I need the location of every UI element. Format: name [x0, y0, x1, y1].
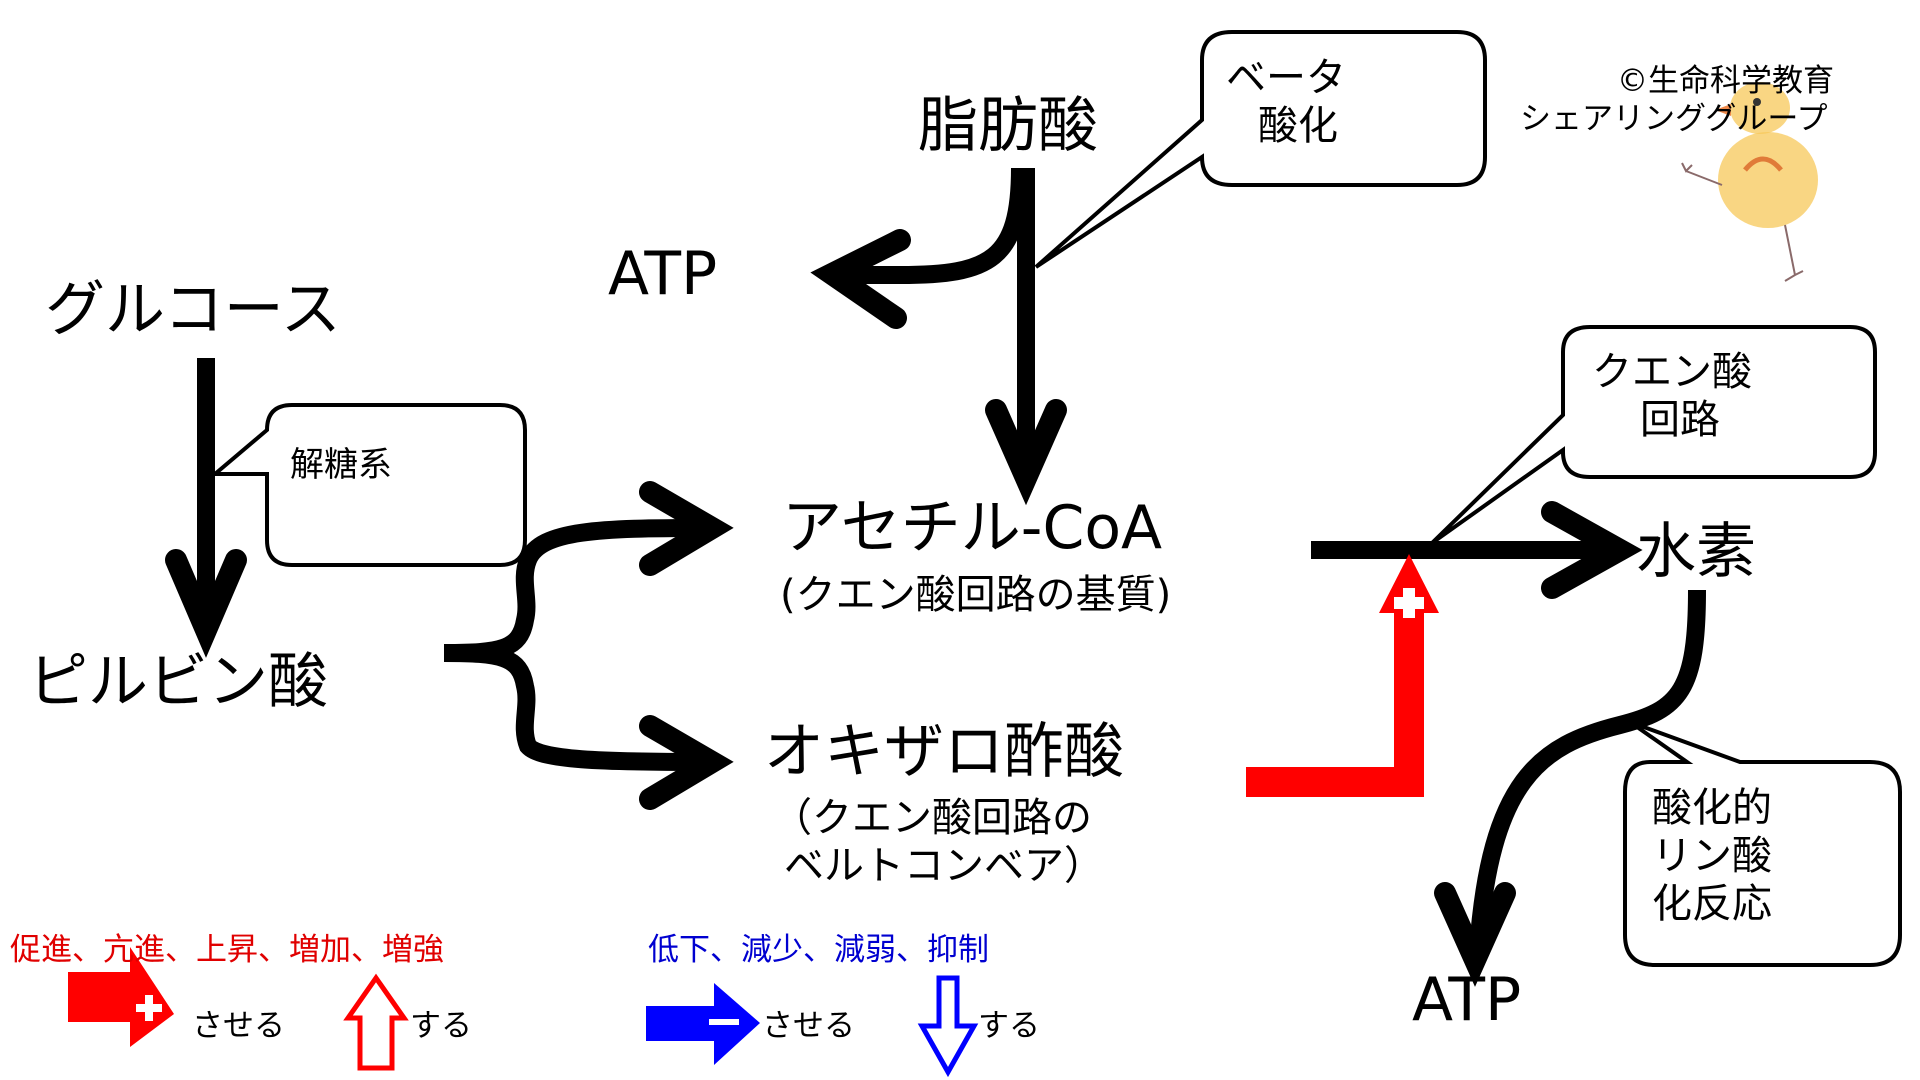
oxaloacetate-note-line1: （クエン酸回路の [772, 795, 1092, 841]
glycolysis-callout-text: 解糖系 [290, 445, 392, 485]
oxphos-callout-line3: 化反応 [1652, 881, 1772, 927]
oxphos-callout-line1: 酸化的 [1652, 785, 1772, 831]
fatty-acid-arrow [810, 167, 1067, 506]
tca-to-hydrogen-arrow [1311, 501, 1643, 599]
oxphos-arrow [1434, 589, 1706, 987]
glucose-label: グルコース [45, 275, 341, 345]
acetyl-coa-label: アセチル-CoA [782, 493, 1163, 563]
tca-cycle-callout-bubble [1430, 325, 1877, 545]
pyruvate-branch-arrows [443, 481, 734, 810]
oxphos-callout-line2: リン酸 [1652, 833, 1772, 879]
atp-bottom-label: ATP [1412, 965, 1522, 1035]
legend-promote-label: させる [192, 1008, 285, 1044]
chick-illustration-icon [1681, 82, 1818, 282]
beta-oxidation-line1: ベータ [1226, 55, 1346, 101]
legend-increase-up-arrow-icon [343, 973, 409, 1071]
legend-suppress-label: させる [762, 1008, 855, 1044]
legend-suppress-arrow-icon [646, 983, 760, 1065]
legend-decrease-down-arrow-icon [917, 975, 979, 1078]
beta-oxidation-callout-bubble [1034, 30, 1487, 269]
tca-callout-line2: 回路 [1640, 397, 1720, 443]
beta-oxidation-line2: 酸化 [1258, 103, 1338, 149]
credit-line1: ©生命科学教育 [1617, 63, 1834, 99]
oxaloacetate-label: オキザロ酢酸 [764, 717, 1124, 787]
glycolysis-callout-bubble [209, 403, 527, 567]
oxaloacetate-note-line2: ベルトコンベア） [784, 843, 1104, 889]
legend-decrease-label: する [978, 1008, 1040, 1044]
tca-callout-line1: クエン酸 [1592, 349, 1752, 395]
fatty-acid-label: 脂肪酸 [918, 91, 1098, 161]
legend-increase-terms: 促進、亢進、上昇、増加、増強 [10, 932, 444, 968]
atp-top-label: ATP [608, 239, 718, 309]
glycolysis-arrow [165, 358, 247, 658]
legend-decrease-terms: 低下、減少、減弱、抑制 [648, 932, 989, 968]
credit-line2: シェアリンググループ [1520, 101, 1828, 137]
oxaloacetate-promote-arrow [1246, 554, 1439, 797]
oxphos-callout-bubble [1623, 720, 1902, 967]
acetyl-coa-note: (クエン酸回路の基質) [780, 572, 1172, 618]
hydrogen-label: 水素 [1636, 517, 1756, 587]
legend-promote-arrow-icon [68, 947, 174, 1047]
pyruvate-label: ピルビン酸 [28, 647, 328, 717]
legend-increase-label: する [410, 1008, 472, 1044]
